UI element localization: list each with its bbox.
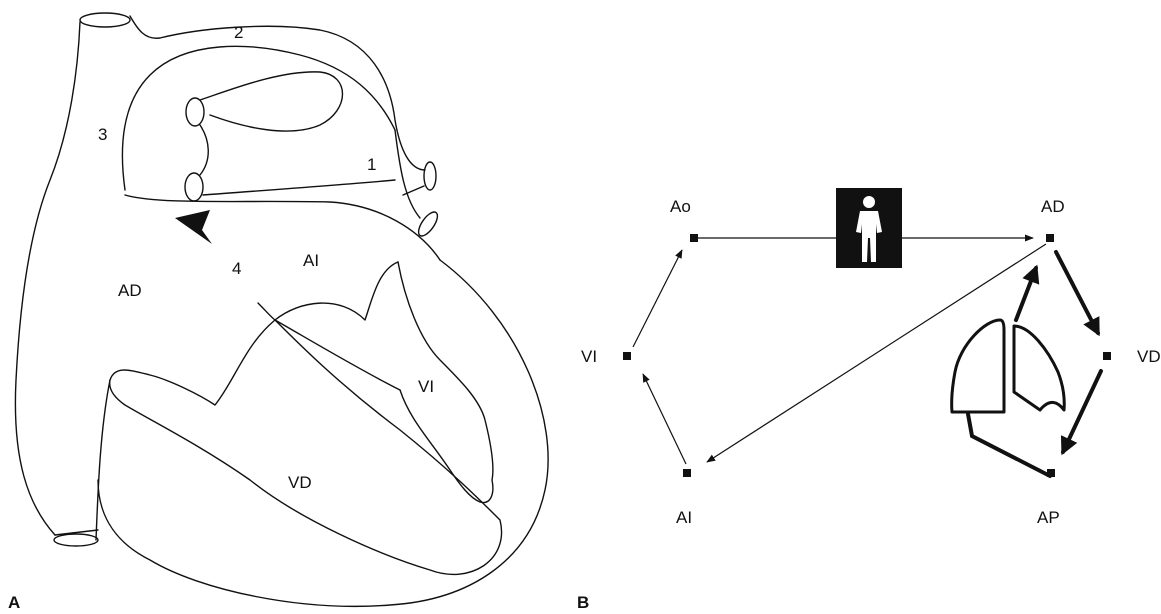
label-node-vd: VD — [1137, 347, 1161, 366]
arrow-ai-to-vi — [642, 373, 687, 465]
pulmonary-branch-opening-1 — [185, 97, 205, 127]
node-ap — [1047, 469, 1055, 477]
label-node-ad: AD — [1041, 197, 1065, 216]
node-vi — [623, 352, 631, 360]
lungs-icon — [950, 318, 1066, 414]
node-ao — [690, 234, 698, 242]
circulation-diagram — [623, 188, 1111, 478]
label-node-ao: Ao — [670, 197, 691, 216]
arrow-vi-to-ao — [632, 249, 683, 348]
right-heart-contour — [14, 21, 81, 536]
pulmonary-branch-line — [199, 124, 209, 176]
septum-line — [274, 319, 401, 391]
label-2: 2 — [234, 23, 243, 42]
arrow-vd-to-ap — [1060, 369, 1103, 456]
label-vi-left-ventricle: VI — [418, 377, 434, 396]
label-1: 1 — [367, 155, 376, 174]
ivc-inner-wall — [95, 379, 111, 541]
label-ai-left-atrium: AI — [303, 251, 319, 270]
pulmonary-branch-opening-2 — [184, 172, 204, 202]
line-ap-to-lungs — [966, 412, 1052, 478]
label-ad-right-atrium: AD — [118, 281, 142, 300]
inferior-vena-cava — [54, 529, 99, 536]
label-node-vi: VI — [581, 347, 597, 366]
aortic-arch-inner — [121, 45, 396, 191]
arrow-lungs-to-ad — [1014, 264, 1040, 322]
aorta-branch-opening-1 — [423, 161, 437, 191]
human-figure-icon — [836, 188, 902, 268]
inferior-vena-cava-opening — [53, 533, 99, 547]
arrow-ad-to-ai — [706, 243, 1047, 463]
label-vd-right-ventricle: VD — [288, 473, 312, 492]
label-node-ai: AI — [676, 508, 692, 527]
ligamentum-arteriosum — [175, 210, 212, 244]
left-heart-contour — [97, 259, 549, 608]
heart-drawing — [14, 12, 549, 608]
aorta-branch-opening-2 — [417, 211, 439, 237]
label-node-ap: AP — [1037, 508, 1060, 527]
right-ventricle-chamber — [108, 319, 503, 575]
vena-cava-superior-opening — [79, 12, 131, 28]
label-4: 4 — [232, 259, 241, 278]
node-ai — [683, 469, 691, 477]
node-vd — [1103, 352, 1111, 360]
arrow-ad-to-vd — [1054, 250, 1100, 337]
left-ventricle-wall — [397, 261, 494, 504]
aortic-arch-outer — [129, 15, 426, 171]
pulmonary-artery-loop — [199, 71, 344, 132]
panel-b-letter: B — [577, 593, 589, 612]
aorta-branch-line-2 — [394, 129, 421, 219]
pulmonary-trunk-lower — [202, 179, 396, 196]
panel-a-letter: A — [8, 593, 20, 612]
left-atrial-floor — [274, 261, 399, 321]
node-ad — [1046, 234, 1054, 242]
atrial-roof — [124, 194, 441, 261]
label-3: 3 — [98, 125, 107, 144]
septum-top — [257, 302, 276, 321]
